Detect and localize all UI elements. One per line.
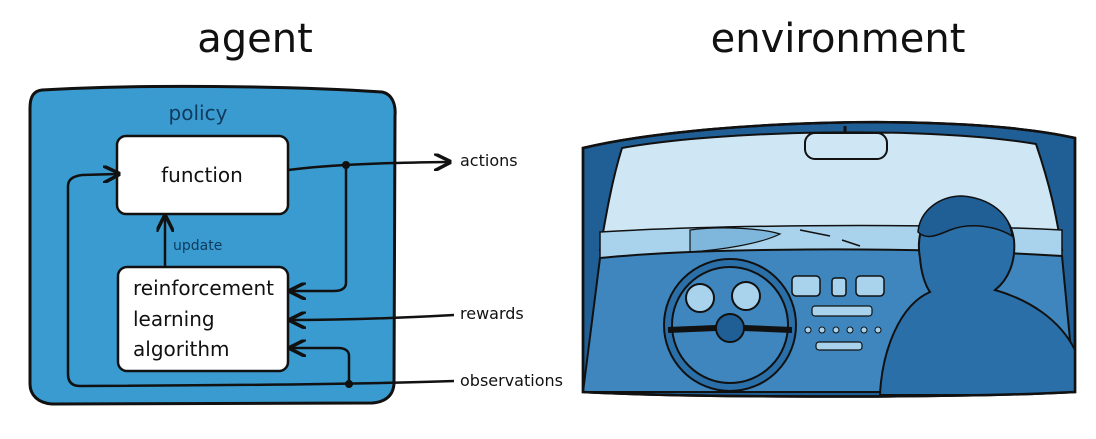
observations-line [66, 174, 455, 388]
function-label: function [161, 163, 243, 187]
observations-branch-arrow [292, 348, 351, 384]
rl-line-2: learning [133, 307, 215, 331]
policy-label: policy [169, 101, 228, 125]
environment-title: environment [711, 16, 966, 62]
rl-line-1: reinforcement [133, 276, 274, 300]
rewards-arrow [292, 315, 455, 320]
agent-block: policy function reinforcement learning a… [28, 84, 563, 406]
observations-label: observations [460, 371, 563, 390]
rewards-label: rewards [460, 304, 524, 323]
rl-line-3: algorithm [133, 337, 230, 361]
actions-feedback-arrow [292, 165, 348, 291]
environment-illustration [581, 120, 1077, 398]
actions-label: actions [460, 151, 518, 170]
rl-algorithm-box [116, 265, 290, 373]
update-label: update [173, 238, 222, 254]
agent-title: agent [197, 16, 313, 62]
rearview-mirror [804, 132, 888, 160]
